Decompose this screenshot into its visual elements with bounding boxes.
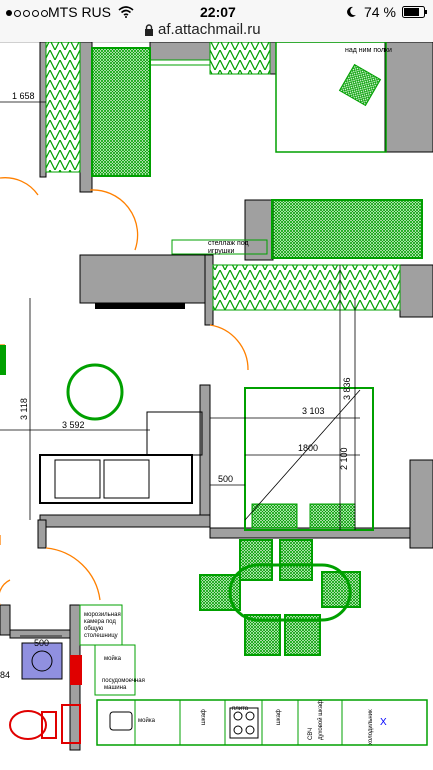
signal-dots-icon — [6, 4, 50, 20]
dim-3118: 3 118 — [19, 398, 29, 420]
dim-1800: 1800 — [298, 443, 318, 453]
address-bar[interactable]: af.attachmail.ru — [0, 20, 433, 43]
doors — [0, 177, 249, 605]
carrier-name: MTS RUS — [48, 4, 111, 20]
dim-500a: 500 — [218, 474, 233, 484]
dim-1658: 1 658 — [12, 91, 35, 101]
label-freezer-4: столешницу — [84, 633, 118, 639]
dim-84: 84 — [0, 670, 10, 680]
label-dishwasher-2: машина — [104, 685, 127, 691]
label-dishwasher-1: посудомоечная — [102, 678, 145, 684]
dim-3592: 3 592 — [62, 420, 85, 430]
floor-plan[interactable]: над ним полки стеллаж под игрушки морози… — [0, 42, 433, 770]
label-freezer-2: камера под — [84, 619, 116, 625]
label-shelf-toys-2: игрушки — [208, 248, 234, 255]
label-sink2: мойка — [138, 717, 156, 724]
label-shelves: над ним полки — [345, 47, 392, 54]
plan-labels: над ним полки стеллаж под игрушки морози… — [0, 47, 392, 745]
dim-500b: 500 — [34, 638, 49, 648]
dim-2100: 2 100 — [339, 447, 349, 470]
clock: 22:07 — [200, 4, 236, 20]
label-shelf-toys-1: стеллаж под — [208, 240, 249, 247]
battery-icon — [402, 6, 427, 18]
label-freezer-1: морозильная — [84, 612, 121, 618]
moon-icon — [347, 6, 356, 17]
dim-3103: 3 103 — [302, 406, 325, 416]
url-text: af.attachmail.ru — [158, 21, 261, 38]
label-fridge: холодильник — [368, 709, 374, 745]
label-cabinet-1: шкаф — [201, 709, 207, 725]
furniture — [0, 42, 428, 746]
dim-3836: 3 836 — [342, 377, 352, 400]
label-freezer-3: общую — [84, 626, 104, 632]
label-cabinet-2: шкаф — [276, 709, 282, 725]
label-fridge-mark: X — [380, 717, 387, 728]
label-sink: мойка — [104, 655, 122, 662]
wifi-icon — [118, 6, 134, 18]
label-oven: духовой шкаф — [317, 700, 324, 740]
dimension-lines — [0, 101, 361, 637]
lock-icon — [145, 24, 153, 36]
label-stove: плита — [232, 706, 249, 712]
label-microwave: СВЧ — [308, 728, 314, 740]
battery-percent: 74 % — [364, 4, 396, 20]
